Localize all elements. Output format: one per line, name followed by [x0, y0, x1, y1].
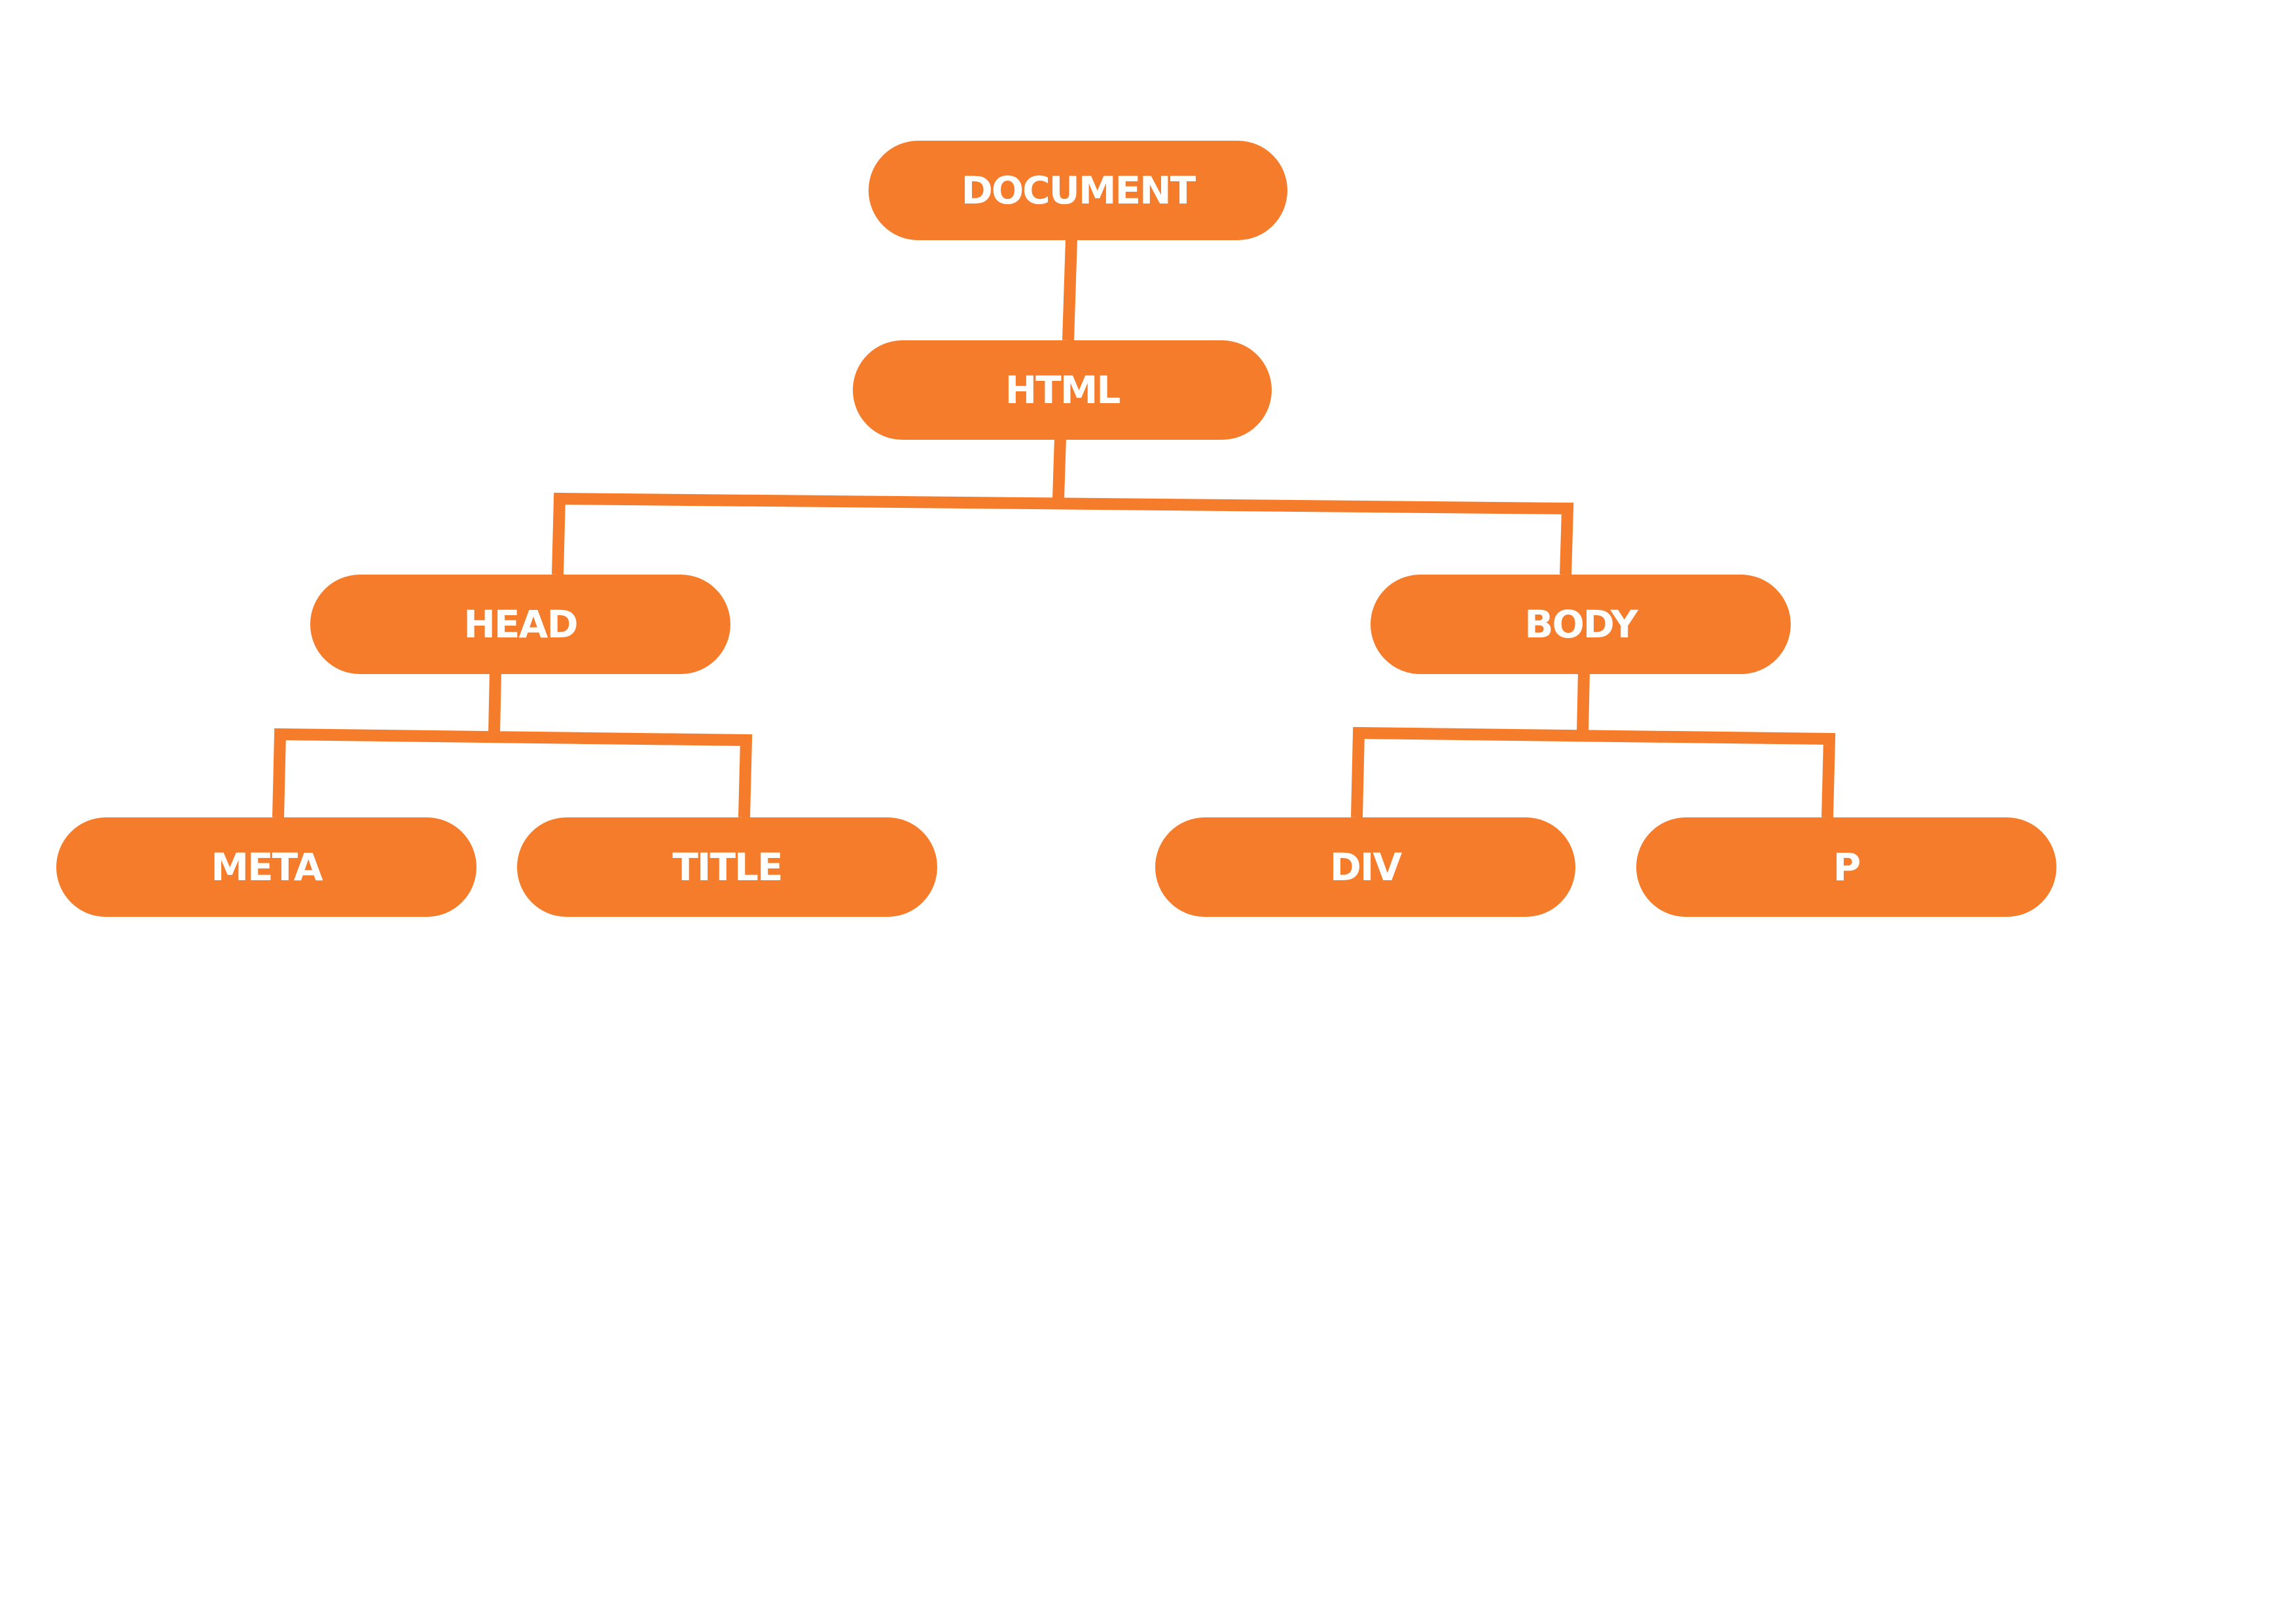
- node-head: HEAD: [310, 575, 730, 674]
- node-p: P: [1636, 817, 2056, 917]
- node-document: DOCUMENT: [869, 141, 1287, 240]
- connector-body-children: [1351, 671, 1836, 818]
- node-p-label: P: [1833, 845, 1861, 889]
- node-meta-label: META: [211, 845, 323, 889]
- node-document-label: DOCUMENT: [961, 168, 1196, 213]
- connector-html-children: [552, 437, 1574, 575]
- node-html: HTML: [853, 340, 1272, 440]
- node-div: DIV: [1155, 817, 1575, 917]
- connector-head-children: [272, 671, 753, 818]
- node-html-label: HTML: [1005, 368, 1121, 412]
- node-meta: META: [56, 817, 476, 917]
- node-head-label: HEAD: [463, 602, 578, 647]
- connector-document-html: [1062, 238, 1077, 341]
- node-title-label: TITLE: [672, 845, 783, 889]
- node-body-label: BODY: [1524, 602, 1638, 647]
- node-body: BODY: [1371, 575, 1791, 674]
- node-title: TITLE: [517, 817, 937, 917]
- node-div-label: DIV: [1329, 845, 1403, 889]
